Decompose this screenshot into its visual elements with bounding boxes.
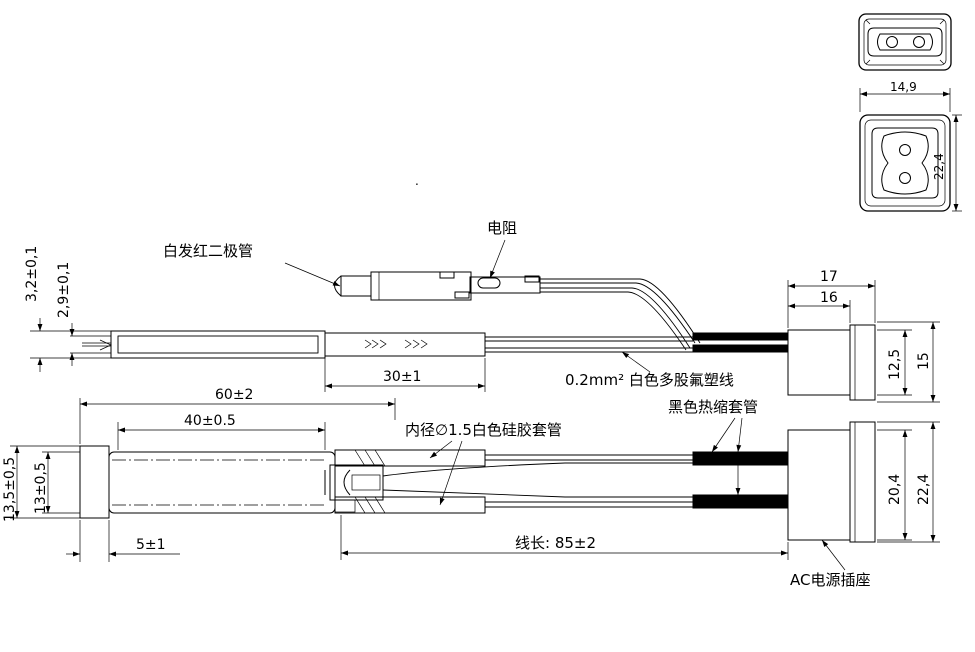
dim-40: 40±0.5 bbox=[117, 413, 326, 450]
plug-dims-upper: 17 16 12,5 15 bbox=[787, 269, 940, 403]
label-led: 白发红二极管 bbox=[163, 242, 253, 260]
socket-face-view-small bbox=[858, 13, 952, 71]
lower-left-dims: 13,5±0,5 13±0,5 bbox=[2, 445, 80, 522]
svg-text:5±1: 5±1 bbox=[136, 537, 166, 553]
dim-60: 60±2 bbox=[79, 387, 396, 444]
svg-text:15: 15 bbox=[916, 352, 932, 370]
label-ac-socket: AC电源插座 bbox=[790, 571, 870, 589]
svg-text:13±0,5: 13±0,5 bbox=[33, 462, 49, 514]
dim-22-4-top: 22,4 bbox=[932, 153, 946, 180]
lower-view bbox=[79, 421, 876, 543]
svg-text:12,5: 12,5 bbox=[887, 349, 903, 380]
dim-30: 30±1 bbox=[324, 358, 486, 392]
socket-face-view-dimensioned: 14,9 22,4 bbox=[859, 80, 962, 212]
label-wire: 0.2mm² 白色多股氟塑线 bbox=[565, 371, 734, 389]
upper-left-dims: 3,2±0,1 2,9±0,1 bbox=[24, 246, 111, 372]
label-heat-shrink: 黑色热缩套管 bbox=[668, 398, 758, 416]
svg-text:22,4: 22,4 bbox=[916, 474, 932, 505]
dim-5: 5±1 bbox=[66, 520, 180, 562]
plug-dims-lower: 20,4 22,4 bbox=[877, 421, 940, 543]
dim-2-9: 2,9±0,1 bbox=[56, 262, 72, 318]
svg-text:20,4: 20,4 bbox=[887, 474, 903, 505]
label-resistor: 电阻 bbox=[487, 219, 517, 237]
svg-text:40±0.5: 40±0.5 bbox=[184, 413, 236, 429]
svg-text:13,5±0,5: 13,5±0,5 bbox=[2, 457, 18, 522]
svg-text:30±1: 30±1 bbox=[383, 369, 421, 385]
svg-text:60±2: 60±2 bbox=[215, 387, 253, 403]
svg-text:17: 17 bbox=[820, 269, 838, 285]
svg-text:16: 16 bbox=[820, 290, 838, 306]
upper-side-view bbox=[82, 271, 876, 401]
dim-14-9: 14,9 bbox=[890, 80, 917, 94]
label-silicone-sleeve: 内径∅1.5白色硅胶套管 bbox=[405, 421, 562, 439]
dim-wire-length: 线长: 85±2 bbox=[340, 515, 789, 560]
stray-dot: . bbox=[415, 174, 419, 188]
dim-3-2: 3,2±0,1 bbox=[24, 246, 40, 302]
svg-text:线长: 85±2: 线长: 85±2 bbox=[515, 534, 596, 552]
